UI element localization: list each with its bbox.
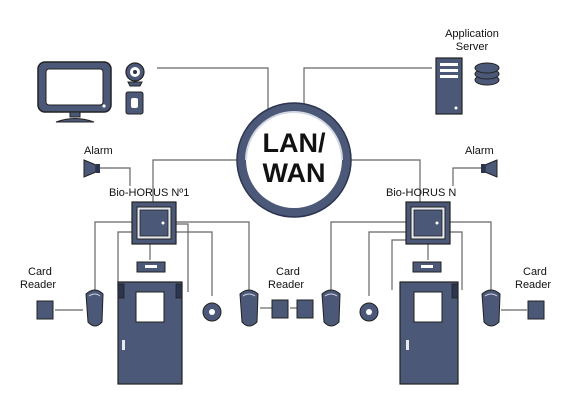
line-workstation-lan — [157, 67, 269, 112]
card-reader-right-label: Card Reader — [515, 266, 551, 292]
server-tower-icon — [435, 57, 463, 115]
line-lan-terminaln — [347, 159, 421, 205]
lan-wan-label: LAN/ WAN — [242, 128, 346, 188]
webcam-icon — [125, 62, 145, 87]
card-reader-mid-line2: Reader — [268, 279, 305, 291]
card-reader-left-line1: Card — [28, 266, 52, 278]
terminal-n-icon — [405, 201, 451, 245]
line-lan-terminal1 — [152, 159, 240, 205]
line-t1-door-right — [176, 223, 189, 292]
magnetic-lock-n-icon — [412, 261, 442, 273]
card-reader-mid-a-icon — [271, 299, 289, 319]
application-server-line1: Application — [445, 28, 499, 40]
terminal-1-icon — [131, 201, 177, 245]
door-1-icon — [117, 281, 183, 385]
application-server-label: Application Server — [432, 28, 512, 54]
card-reader-mid-b-icon — [296, 299, 314, 319]
fingerprint-reader-1-icon — [85, 289, 104, 327]
exit-button-1-icon — [202, 302, 222, 322]
terminal-1-label: Bio-HORUS Nº1 — [109, 187, 190, 199]
alarm-right-icon — [481, 159, 498, 178]
card-reader-left-line2: Reader — [20, 279, 57, 291]
line-t1-button — [176, 231, 213, 296]
lan-wan-line1: LAN/ — [262, 128, 326, 158]
card-reader-mid-label: Card Reader — [268, 266, 304, 292]
alarm-right-label: Alarm — [465, 145, 494, 157]
card-reader-right-line2: Reader — [515, 279, 552, 291]
terminal-n-label: Bio-HORUS N — [386, 187, 457, 199]
door-n-icon — [399, 281, 459, 385]
line-server-lan — [303, 67, 432, 112]
line-tn-door-left — [391, 239, 406, 290]
magnetic-lock-1-icon — [136, 261, 166, 273]
fingerprint-reader-4-icon — [481, 289, 501, 327]
database-icon — [474, 62, 500, 86]
monitor-icon — [37, 61, 112, 123]
fingerprint-reader-3-icon — [321, 289, 341, 327]
line-alarm-left — [98, 167, 131, 186]
card-reader-left-icon — [36, 300, 54, 320]
fingerprint-reader-2-icon — [239, 289, 259, 327]
connector-lines — [55, 67, 527, 311]
card-reader-right-line1: Card — [523, 266, 547, 278]
line-tn-door-right — [450, 231, 463, 290]
line-t1-reader-left — [94, 221, 132, 290]
line-t1-door-left — [117, 231, 132, 290]
line-tn-button — [368, 231, 406, 296]
line-tn-reader-right — [450, 221, 492, 290]
card-reader-mid-line1: Card — [276, 266, 300, 278]
line-t1-reader-right — [176, 221, 250, 290]
exit-button-n-icon — [359, 302, 379, 322]
application-server-line2: Server — [455, 41, 489, 53]
lan-wan-line2: WAN — [262, 158, 326, 188]
line-alarm-right — [452, 167, 485, 186]
card-reader-left-label: Card Reader — [20, 266, 56, 292]
desktop-fingerprint-scanner-icon — [125, 91, 144, 115]
line-tn-reader-left — [330, 221, 406, 290]
alarm-left-icon — [83, 159, 100, 178]
card-reader-right-icon — [527, 300, 545, 320]
lan-wan-ring — [236, 102, 352, 218]
alarm-left-label: Alarm — [84, 145, 113, 157]
